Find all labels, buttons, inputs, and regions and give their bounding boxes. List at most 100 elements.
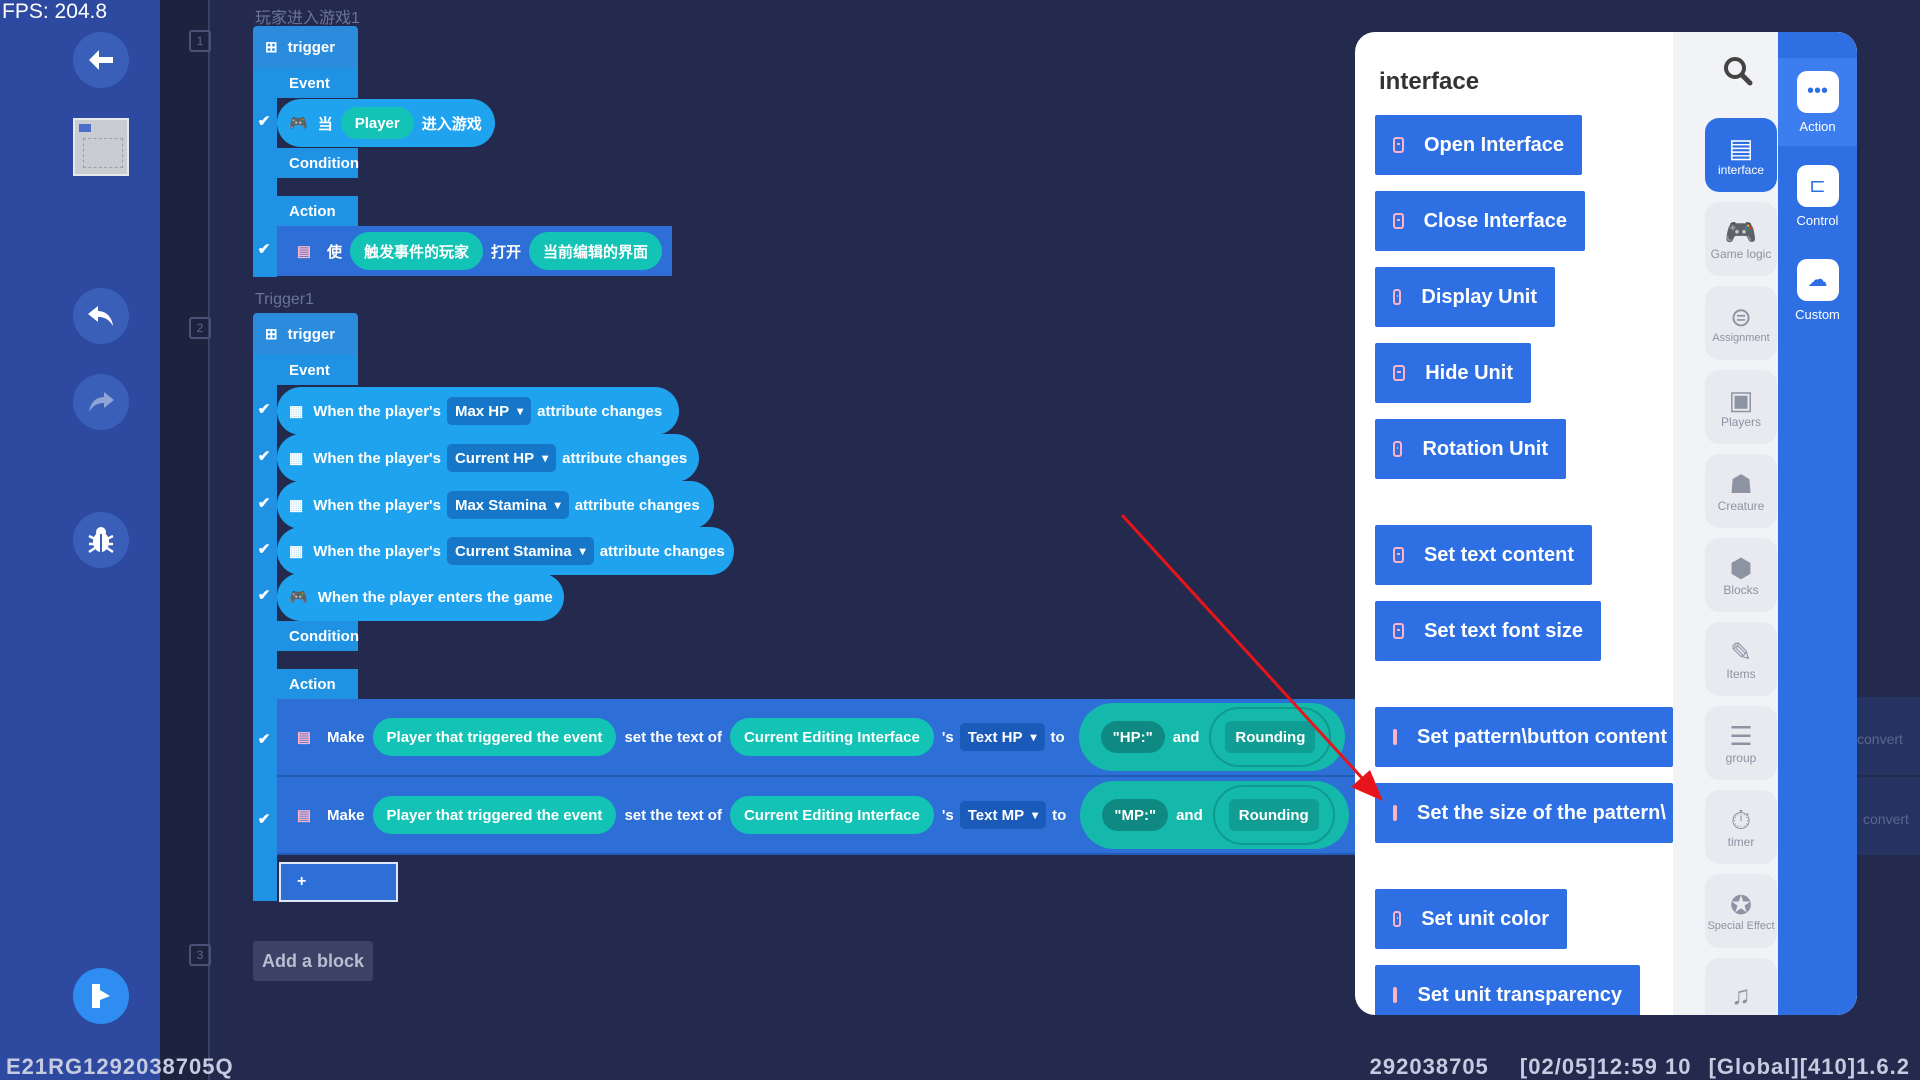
action-word: to [1050, 728, 1065, 746]
rounding-block[interactable]: Rounding [1209, 707, 1332, 767]
palette-block-close-interface[interactable]: Close Interface [1375, 191, 1585, 251]
rounding-block[interactable]: Rounding [1212, 785, 1335, 845]
category-music[interactable]: ♫ [1705, 958, 1777, 1015]
category-group[interactable]: ☰group [1705, 706, 1777, 780]
category-creature[interactable]: ☗Creature [1705, 454, 1777, 528]
player-chip[interactable]: 触发事件的玩家 [350, 232, 484, 270]
player-chip[interactable]: Player that triggered the event [372, 718, 617, 756]
text-element-dropdown[interactable]: Text MP [959, 801, 1047, 829]
event-text: attribute changes [574, 496, 700, 514]
tab-custom[interactable]: ☁Custom [1778, 246, 1857, 334]
category-assignment[interactable]: ⊜Assignment [1705, 286, 1777, 360]
trigger-hat-block[interactable]: ⊞ trigger [253, 313, 358, 355]
event-block[interactable]: ▦ When the player's Max HP attribute cha… [277, 387, 679, 435]
hierarchy-icon: ⊞ [265, 39, 278, 56]
interface-chip[interactable]: 当前编辑的界面 [529, 232, 663, 270]
redo-icon[interactable] [73, 374, 129, 430]
concat-block[interactable]: "HP:" and Rounding [1078, 703, 1346, 771]
player-chip[interactable]: Player that triggered the event [372, 796, 617, 834]
back-arrow-icon[interactable] [73, 32, 129, 88]
event-block[interactable]: ▦ When the player's Max Stamina attribut… [277, 481, 714, 529]
action-word: Make [327, 806, 365, 824]
tab-action[interactable]: •••Action [1778, 58, 1857, 146]
palette-block-set-unit-transparency[interactable]: Set unit transparency [1375, 965, 1640, 1015]
palette-block-open-interface[interactable]: Open Interface [1375, 115, 1582, 175]
undo-icon[interactable] [73, 288, 129, 344]
palette-title: interface [1379, 68, 1480, 95]
check-icon[interactable]: ✔ [257, 495, 271, 512]
interface-icon: ▤ [296, 243, 312, 260]
interface-icon [1393, 623, 1405, 639]
add-action-slot[interactable]: + [279, 862, 398, 902]
palette-block-hide-unit[interactable]: Hide Unit [1375, 343, 1531, 403]
text-element-dropdown[interactable]: Text HP [959, 723, 1045, 751]
palette-block-set-text-content[interactable]: Set text content [1375, 525, 1592, 585]
palette-block-set-pattern-size[interactable]: Set the size of the pattern\ [1375, 783, 1673, 843]
group-icon: ☰ [1729, 721, 1753, 751]
line-number: 3 [189, 944, 211, 966]
set-text-action-block[interactable]: ▤ Make Player that triggered the event s… [277, 777, 1392, 855]
check-icon[interactable]: ✔ [257, 448, 271, 465]
play-icon[interactable] [73, 968, 129, 1024]
category-players[interactable]: ▣Players [1705, 370, 1777, 444]
assignment-icon: ⊜ [1730, 302, 1752, 332]
line-number: 1 [189, 30, 211, 52]
palette-block-set-unit-color[interactable]: Set unit color [1375, 889, 1567, 949]
palette-block-set-text-font-size[interactable]: Set text font size [1375, 601, 1601, 661]
rounding-dropdown[interactable]: Rounding [1225, 721, 1316, 753]
attribute-dropdown[interactable]: Current HP [446, 444, 557, 472]
players-icon: ▦ [289, 543, 304, 560]
event-block[interactable]: 🎮 当 Player 进入游戏 [277, 99, 495, 147]
interface-chip[interactable]: Current Editing Interface [729, 718, 934, 756]
category-special-effect[interactable]: ✪Special Effect [1705, 874, 1777, 948]
action-label: Action [277, 669, 358, 699]
attribute-dropdown[interactable]: Max Stamina [446, 491, 569, 519]
add-block-button[interactable]: Add a block [253, 941, 373, 981]
bug-icon[interactable] [73, 512, 129, 568]
rounding-dropdown[interactable]: Rounding [1228, 799, 1319, 831]
category-label: Special Effect [1707, 920, 1775, 932]
interface-chip[interactable]: Current Editing Interface [729, 796, 934, 834]
attribute-dropdown[interactable]: Max HP [446, 397, 532, 425]
palette-block-display-unit[interactable]: Display Unit [1375, 267, 1555, 327]
action-word: 打开 [491, 243, 522, 261]
timer-icon: ⏱ [1730, 805, 1752, 835]
category-blocks[interactable]: ⬢Blocks [1705, 538, 1777, 612]
check-icon[interactable]: ✔ [257, 401, 271, 418]
palette-block-rotation-unit[interactable]: Rotation Unit [1375, 419, 1566, 479]
check-icon[interactable]: ✔ [257, 731, 271, 748]
category-label: Assignment [1712, 332, 1770, 344]
category-timer[interactable]: ⏱timer [1705, 790, 1777, 864]
attribute-dropdown[interactable]: Current Stamina [446, 537, 594, 565]
interface-icon: ▤ [296, 729, 312, 746]
check-icon[interactable]: ✔ [257, 541, 271, 558]
action-block[interactable]: ▤ 使 触发事件的玩家 打开 当前编辑的界面 [277, 226, 672, 276]
blocks-icon: ⬢ [1729, 553, 1753, 583]
action-word: 's [941, 728, 954, 746]
category-items[interactable]: ✎Items [1705, 622, 1777, 696]
check-icon[interactable]: ✔ [257, 587, 271, 604]
search-icon[interactable] [1723, 56, 1753, 91]
event-block[interactable]: ▦ When the player's Current HP attribute… [277, 434, 699, 482]
concat-block[interactable]: "MP:" and Rounding [1080, 781, 1349, 849]
category-game-logic[interactable]: 🎮Game logic [1705, 202, 1777, 276]
interface-icon [1393, 729, 1397, 745]
check-icon[interactable]: ✔ [257, 241, 271, 258]
tab-label: Action [1799, 118, 1836, 134]
map-thumbnail[interactable] [73, 118, 129, 176]
interface-icon [1393, 289, 1402, 305]
event-block[interactable]: ▦ When the player's Current Stamina attr… [277, 527, 734, 575]
interface-icon [1393, 137, 1404, 153]
check-icon[interactable]: ✔ [257, 811, 271, 828]
string-chip[interactable]: "HP:" [1100, 721, 1165, 753]
tab-control[interactable]: ⊏Control [1778, 152, 1857, 240]
trigger-hat-block[interactable]: ⊞ trigger [253, 26, 358, 68]
palette-block-set-pattern-button-content[interactable]: Set pattern\button content [1375, 707, 1673, 767]
player-chip[interactable]: Player [340, 107, 414, 139]
category-interface[interactable]: ▤interface [1705, 118, 1777, 192]
event-block[interactable]: 🎮 When the player enters the game [277, 573, 564, 621]
check-icon[interactable]: ✔ [257, 113, 271, 130]
set-text-action-block[interactable]: ▤ Make Player that triggered the event s… [277, 699, 1392, 777]
string-chip[interactable]: "MP:" [1102, 799, 1169, 831]
